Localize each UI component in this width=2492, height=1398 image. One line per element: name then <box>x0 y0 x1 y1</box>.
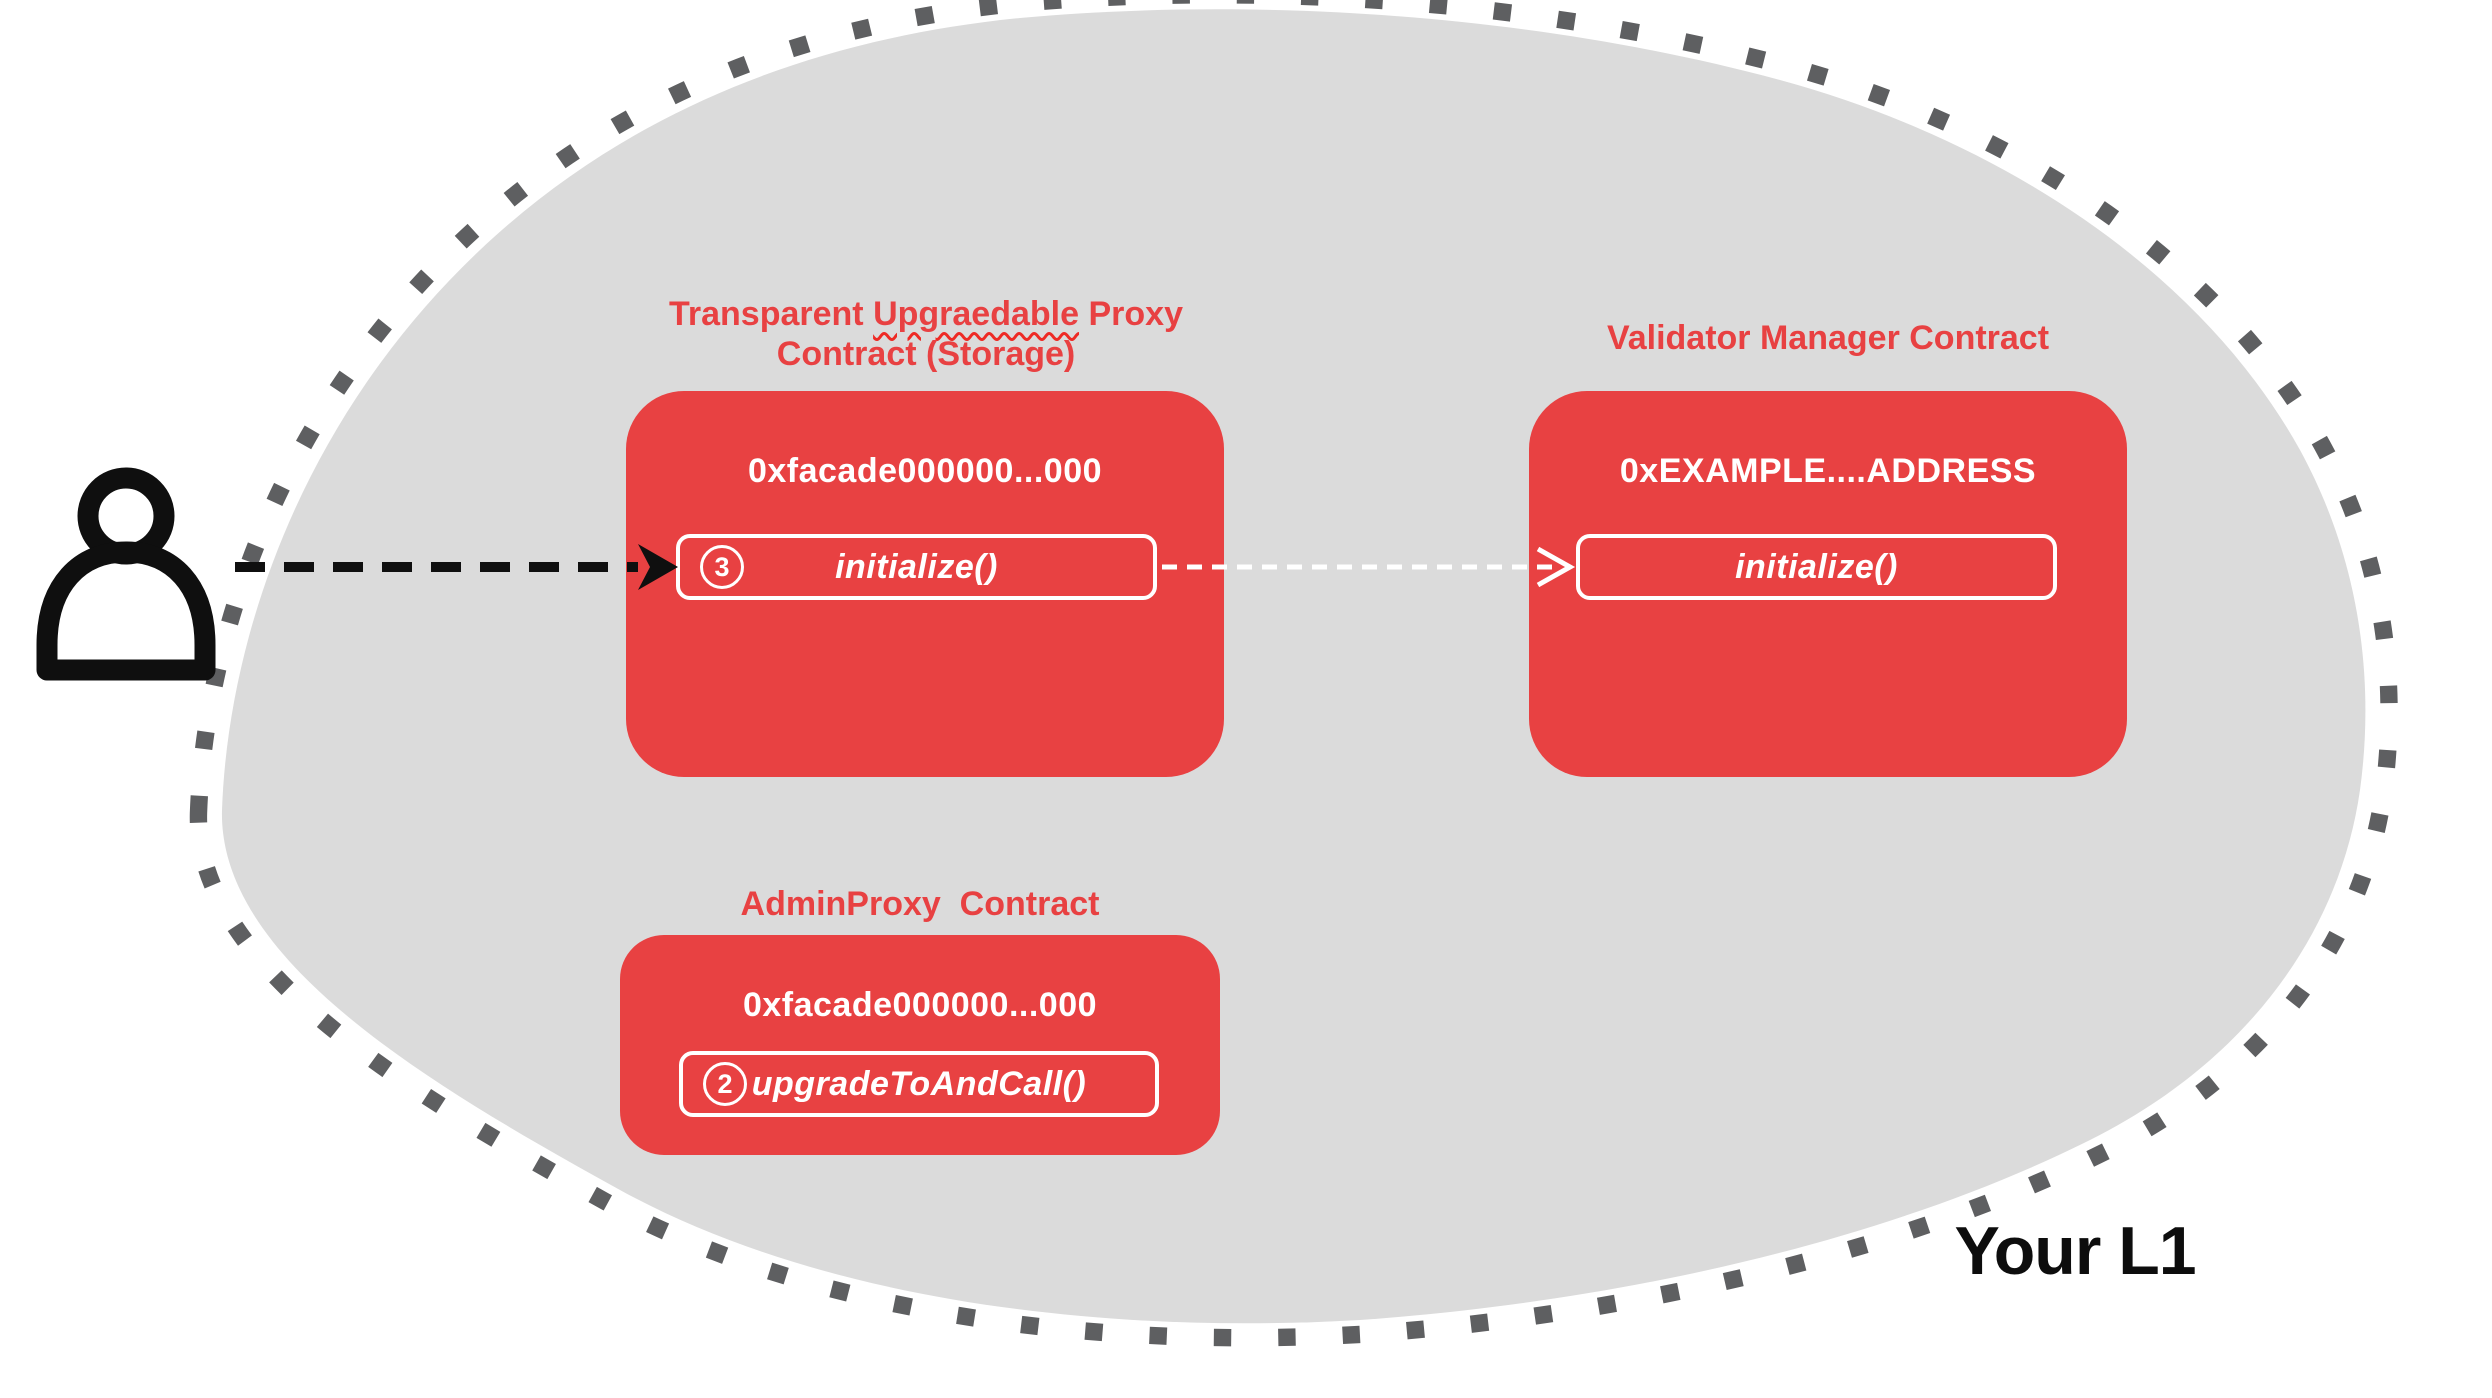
proxy-contract-title: Transparent Upgraedable Proxy Contract (… <box>620 294 1232 374</box>
validator-contract-address: 0xEXAMPLE....ADDRESS <box>1619 452 2037 490</box>
user-icon <box>36 467 216 681</box>
admin-proxy-contract-address: 0xfacade000000...000 <box>742 986 1098 1024</box>
proxy-initialize-label: initialize() <box>835 547 998 586</box>
admin-proxy-contract-title: AdminProxy Contract <box>740 885 1100 923</box>
misspelled-word: Upgraedable <box>873 295 1080 333</box>
proxy-contract-address: 0xfacade000000...000 <box>747 452 1103 490</box>
proxy-contract-title-line1: Transparent Upgraedable Proxy <box>669 295 1183 333</box>
step-2-badge: 2 <box>703 1062 747 1106</box>
validator-initialize-label: initialize() <box>1735 547 1898 586</box>
validator-contract-title: Validator Manager Contract <box>1606 319 2050 357</box>
proxy-contract-title-line2: Contract (Storage) <box>776 335 1076 373</box>
upgrade-to-and-call-button[interactable]: 2 upgradeToAndCall() <box>679 1051 1159 1117</box>
proxy-initialize-button[interactable]: 3 initialize() <box>676 534 1157 600</box>
validator-contract-box <box>1529 391 2127 777</box>
step-3-badge: 3 <box>700 545 744 589</box>
admin-proxy-contract-box <box>620 935 1220 1155</box>
upgrade-to-and-call-label: upgradeToAndCall() <box>751 1064 1087 1103</box>
your-l1-label: Your L1 <box>1954 1213 2196 1289</box>
validator-initialize-button[interactable]: initialize() <box>1576 534 2057 600</box>
